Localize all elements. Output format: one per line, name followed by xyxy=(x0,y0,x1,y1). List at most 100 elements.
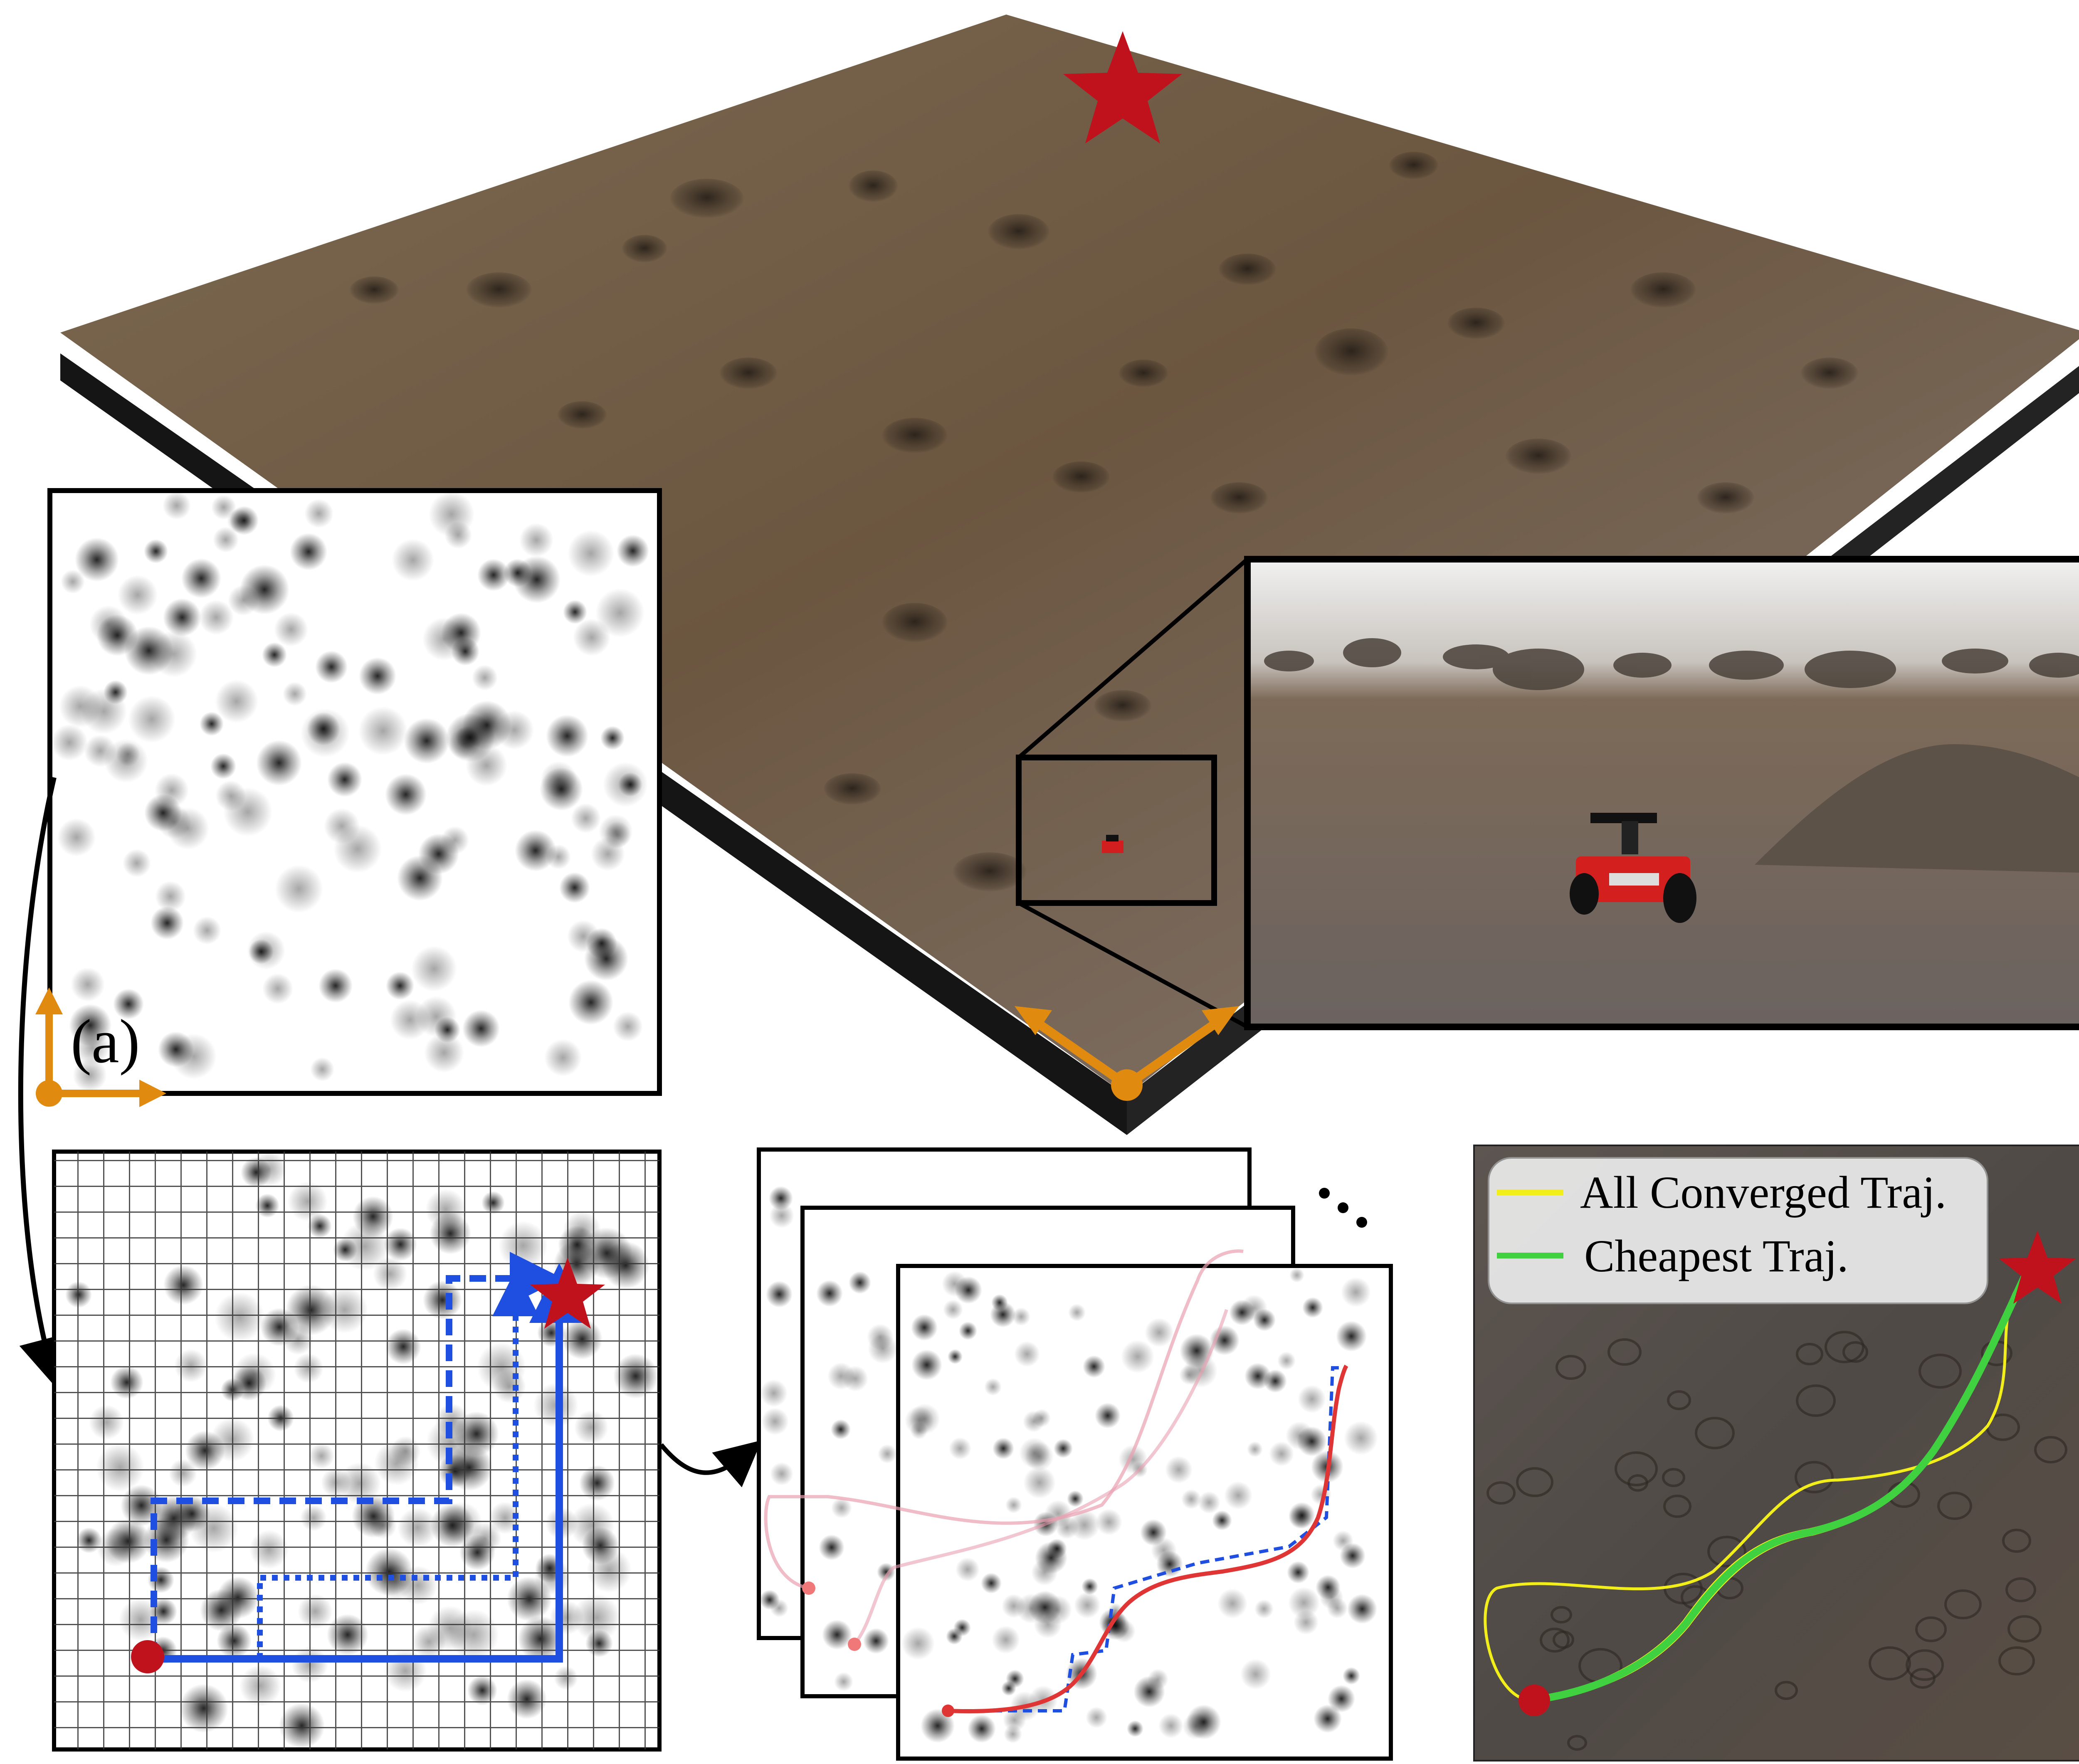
obstacle-blob xyxy=(878,1444,897,1463)
zoom-connector-top xyxy=(1017,558,1249,759)
panel-a-costmap: (a) xyxy=(35,488,662,1107)
obstacle-blob xyxy=(1340,1543,1365,1569)
obstacle-blob xyxy=(181,558,221,598)
aerial-crater xyxy=(1796,1343,1823,1365)
aerial-crater xyxy=(1842,1341,1868,1363)
obstacle-blob xyxy=(123,849,151,877)
aerial-crater xyxy=(1998,1646,2035,1675)
obstacle-blob xyxy=(304,499,333,528)
aerial-trajectory-panel: All Converged Traj. Cheapest Traj. xyxy=(1473,1145,2079,1762)
obstacle-blob xyxy=(1302,1297,1323,1318)
obstacle-blob xyxy=(981,1573,1002,1594)
map-layer-2-obstacles xyxy=(816,1271,898,1691)
obstacle-blob xyxy=(1254,1599,1274,1618)
obstacle-blob xyxy=(849,1271,871,1294)
obstacle-blob xyxy=(863,1628,889,1654)
aerial-crater xyxy=(2034,1436,2067,1463)
obstacle-blob xyxy=(466,745,507,786)
obstacle-blob xyxy=(816,1280,843,1307)
start-marker-aerial xyxy=(1519,1685,1550,1716)
obstacle-blob xyxy=(1023,1411,1044,1432)
obstacle-blob xyxy=(984,1378,1002,1396)
plan-paths xyxy=(150,1252,589,1663)
frame-axes-icon-terrain xyxy=(1015,1006,1239,1101)
obstacle-blob xyxy=(71,967,105,1002)
obstacle-blob xyxy=(1081,1578,1098,1595)
obstacle-blob xyxy=(155,881,186,912)
obstacle-blob xyxy=(1264,1369,1287,1393)
obstacle-blob xyxy=(477,559,510,591)
obstacle-blob xyxy=(834,1672,853,1691)
obstacle-blob xyxy=(1344,1421,1378,1455)
obstacle-blob xyxy=(472,665,498,691)
obstacle-blob xyxy=(766,1281,793,1308)
goal-star-icon-aerial xyxy=(1999,1231,2076,1304)
obstacle-blob xyxy=(51,724,88,761)
obstacle-blob xyxy=(1054,1439,1073,1458)
panel-label: (a) xyxy=(71,1007,140,1076)
panel-grid-planner xyxy=(52,1150,662,1752)
map-layer-3-obstacles xyxy=(901,1268,1378,1743)
aerial-crater xyxy=(1662,1468,1685,1487)
obstacle-blob xyxy=(822,1620,852,1650)
obstacle-blob xyxy=(59,685,101,728)
obstacle-blob xyxy=(116,742,140,766)
obstacle-blob xyxy=(1019,1438,1050,1468)
goal-star-icon-grid xyxy=(530,1258,605,1329)
obstacle-blob xyxy=(1014,1341,1040,1367)
obstacle-blob xyxy=(942,1271,968,1297)
obstacle-blob xyxy=(1005,1497,1022,1513)
obstacle-blob xyxy=(262,642,287,667)
aerial-crater xyxy=(1707,1536,1746,1567)
faded-trajectory-2 xyxy=(853,1309,1228,1646)
obstacle-blob xyxy=(831,1498,852,1518)
obstacle-blob xyxy=(1217,1589,1247,1618)
aerial-crater xyxy=(1919,1354,1962,1389)
obstacle-blob xyxy=(1288,1587,1320,1618)
obstacle-blob xyxy=(770,1462,793,1485)
obstacle-blob xyxy=(89,605,128,644)
obstacle-blob xyxy=(1158,1713,1183,1738)
obstacle-blob xyxy=(1047,1539,1067,1559)
obstacle-blob xyxy=(1016,1594,1046,1623)
obstacle-blob xyxy=(1289,1268,1304,1283)
obstacle-blob xyxy=(1074,1592,1101,1618)
aerial-crater xyxy=(1937,1492,1972,1520)
obstacle-blob xyxy=(760,1379,788,1407)
obstacle-blob xyxy=(993,1438,1014,1459)
obstacle-blob xyxy=(949,1437,971,1460)
legend-label-converged: All Converged Traj. xyxy=(1580,1167,1946,1218)
obstacle-blob xyxy=(1145,1318,1174,1347)
start-marker-faded-2 xyxy=(848,1638,861,1651)
obstacle-blob xyxy=(84,735,116,767)
plan-path-dashed xyxy=(151,1252,563,1659)
camera-view-hills xyxy=(1264,638,2079,690)
obstacle-blob xyxy=(158,1031,194,1067)
aerial-crater xyxy=(2005,1577,2036,1602)
cheapest-trajectory xyxy=(1529,1270,2031,1704)
aerial-crater xyxy=(1915,1616,1947,1642)
obstacle-blob xyxy=(1328,1685,1355,1712)
aerial-crater xyxy=(1486,1481,1516,1505)
obstacle-blob xyxy=(613,1012,643,1041)
obstacle-blob xyxy=(392,539,434,581)
aerial-crater xyxy=(2002,1529,2031,1553)
obstacle-blob xyxy=(275,865,323,913)
obstacle-blob xyxy=(1224,1481,1252,1510)
obstacle-blob xyxy=(1181,1489,1201,1509)
obstacle-blob xyxy=(327,762,362,797)
obstacle-blob xyxy=(1247,1441,1263,1457)
obstacle-blob xyxy=(769,1186,793,1210)
obstacle-blob xyxy=(559,872,590,903)
zoom-connector-bottom xyxy=(1017,901,1249,1029)
aerial-crater xyxy=(1567,1735,1587,1751)
robot-icon-small xyxy=(1102,835,1123,853)
obstacle-blob xyxy=(1096,1509,1122,1535)
robot-icon xyxy=(1570,813,1696,923)
obstacle-blob xyxy=(213,527,239,553)
aerial-crater xyxy=(1615,1451,1658,1486)
frame-axes-icon xyxy=(35,987,166,1107)
obstacle-blob xyxy=(227,509,251,533)
obstacle-blob xyxy=(359,657,396,695)
start-marker-faded-1 xyxy=(802,1581,815,1595)
